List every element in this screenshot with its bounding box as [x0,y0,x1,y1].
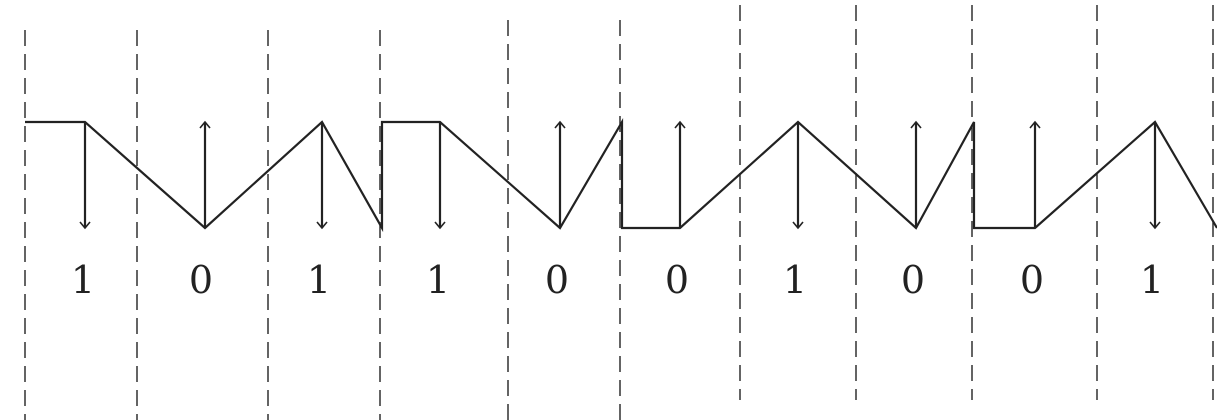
bit-label: 0 [901,258,925,302]
waveform-baseline [25,117,1217,233]
signal-waveform [25,117,1217,233]
bit-label: 0 [189,258,213,302]
bit-label: 1 [783,258,807,302]
bit-labels: 1 0 1 1 0 0 1 0 0 1 [71,258,1164,302]
bit-label: 1 [426,258,450,302]
bit-label: 1 [1140,258,1164,302]
bit-label: 0 [665,258,689,302]
bit-label: 1 [307,258,331,302]
bit-label: 0 [545,258,569,302]
bit-label: 1 [71,258,95,302]
bit-label: 0 [1020,258,1044,302]
